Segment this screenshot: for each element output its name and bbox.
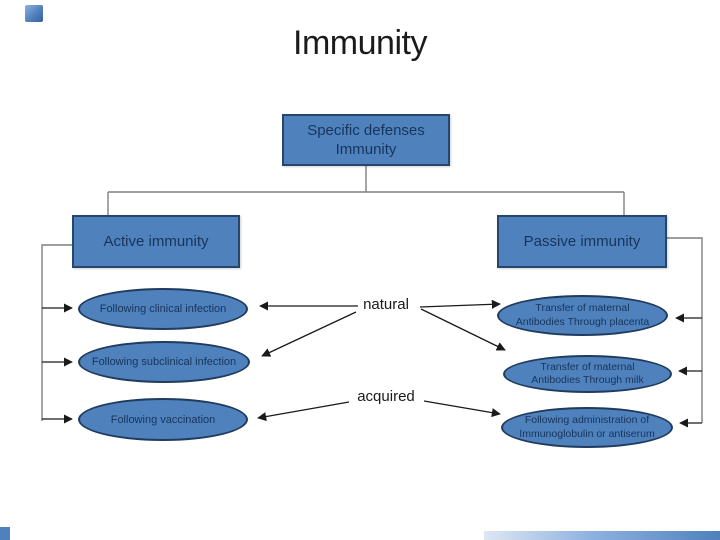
active-immunity-label: Active immunity [103,232,209,250]
top-left-accent-square [25,5,43,22]
ellipse-clinical-infection: Following clinical infection [78,288,248,330]
specific-defenses-box: Specific defenses Immunity [282,114,450,166]
ellipse-milk-transfer: Transfer of maternal Antibodies Through … [503,355,672,393]
passive-immunity-box: Passive immunity [497,215,667,268]
active-immunity-box: Active immunity [72,215,240,268]
placenta-transfer-line2: Antibodies Through placenta [515,315,650,328]
clinical-infection-label: Following clinical infection [99,303,227,315]
natural-label: natural [363,296,409,313]
specific-defenses-line2: Immunity [335,141,397,158]
bottom-left-accent-square [0,527,10,540]
acquired-label: acquired [357,388,415,405]
arrow-connectors [42,299,702,428]
specific-defenses-line1: Specific defenses [307,121,425,139]
immunoglobulin-line2: Immunoglobulin or antiserum [519,427,655,440]
vaccination-label: Following vaccination [110,413,216,426]
immunoglobulin-line1: Following administration of [524,414,650,427]
milk-transfer-line2: Antibodies Through milk [531,374,644,386]
ellipse-subclinical-infection: Following subclinical infection [78,341,250,383]
slide-title: Immunity [293,24,427,62]
ellipse-immunoglobulin-administration: Following administration of Immunoglobul… [501,407,673,448]
passive-immunity-label: Passive immunity [523,232,641,250]
placenta-transfer-line1: Transfer of maternal [535,302,630,315]
ellipse-placenta-transfer: Transfer of maternal Antibodies Through … [497,295,668,336]
milk-transfer-line1: Transfer of maternal [540,360,635,373]
subclinical-infection-label: Following subclinical infection [91,356,237,368]
ellipse-vaccination: Following vaccination [78,398,248,441]
bottom-right-accent-bar [484,531,720,540]
